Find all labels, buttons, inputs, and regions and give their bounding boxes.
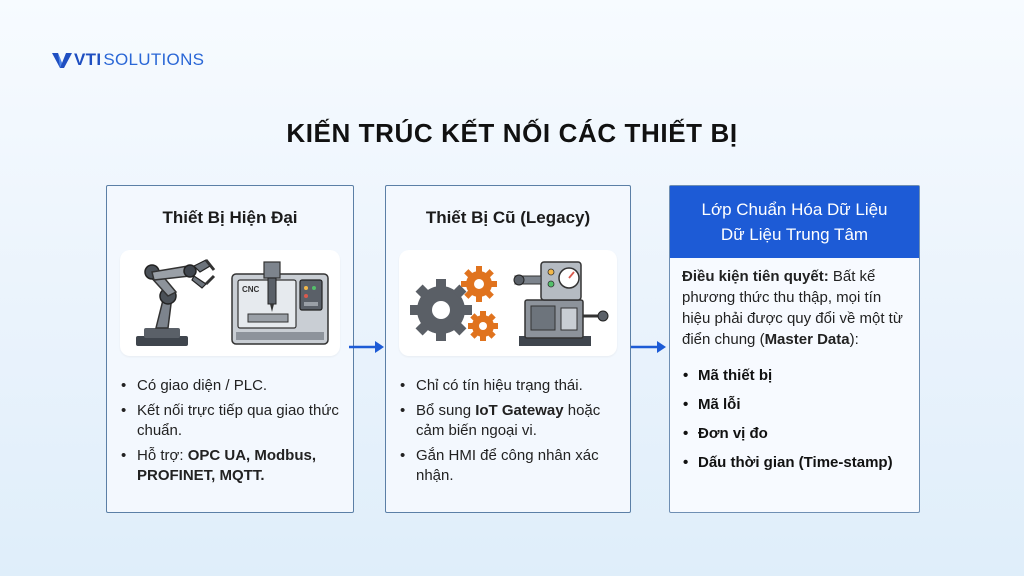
vti-logo: VTI SOLUTIONS xyxy=(52,50,204,70)
logo-text-strong: VTI xyxy=(74,50,102,69)
master-card-body: Điều kiện tiên quyết: Bất kể phương thức… xyxy=(682,266,909,482)
list-item-prefix: Bổ sung xyxy=(416,402,476,419)
gears-icon xyxy=(410,266,498,341)
list-item: Bổ sung IoT Gateway hoặc cảm biến ngoại … xyxy=(398,401,622,441)
legacy-devices-card: Thiết Bị Cũ (Legacy) xyxy=(385,185,631,513)
modern-bullet-list: Có giao diện / PLC. Kết nối trực tiếp qu… xyxy=(119,376,345,491)
page-title: KIẾN TRÚC KẾT NỐI CÁC THIẾT BỊ xyxy=(286,118,738,148)
legacy-illustration xyxy=(399,250,617,356)
arrow-right-icon xyxy=(631,341,666,353)
list-item: Đơn vị đo xyxy=(682,424,909,444)
cnc-label: CNC xyxy=(242,285,260,294)
vti-logo-mark-icon xyxy=(52,53,72,68)
legacy-bullet-list: Chỉ có tín hiệu trạng thái. Bổ sung IoT … xyxy=(398,376,622,491)
list-item: Gắn HMI để công nhân xác nhận. xyxy=(398,446,622,486)
master-lead-end: ): xyxy=(849,331,859,348)
list-item-gateway: IoT Gateway xyxy=(475,402,564,419)
list-item: Kết nối trực tiếp qua giao thức chuẩn. xyxy=(119,401,345,441)
list-item: Mã lỗi xyxy=(682,395,909,415)
master-lead-bold2: Master Data xyxy=(764,331,850,348)
master-card-header: Lớp Chuẩn Hóa Dữ Liệu Dữ Liệu Trung Tâm xyxy=(670,186,919,258)
list-item-prefix: Hỗ trợ: xyxy=(137,447,188,464)
robot-arm-icon xyxy=(136,259,216,346)
master-lead-text: Bất kể phương thức thu thập, mọi tín hiệ… xyxy=(682,268,903,348)
master-lead-paragraph: Điều kiện tiên quyết: Bất kể phương thức… xyxy=(682,266,909,350)
arrow-right-icon xyxy=(349,341,384,353)
list-item: Hỗ trợ: OPC UA, Modbus, PROFINET, MQTT. xyxy=(119,446,345,486)
master-data-card: Lớp Chuẩn Hóa Dữ Liệu Dữ Liệu Trung Tâm … xyxy=(669,185,920,513)
legacy-card-title: Thiết Bị Cũ (Legacy) xyxy=(425,208,591,227)
master-data-list: Mã thiết bị Mã lỗi Đơn vị đo Dấu thời gi… xyxy=(682,366,909,473)
logo-text-light: SOLUTIONS xyxy=(103,50,205,69)
master-header-line1: Lớp Chuẩn Hóa Dữ Liệu xyxy=(701,200,888,219)
modern-devices-card: Thiết Bị Hiện Đại xyxy=(106,185,354,513)
list-item: Mã thiết bị xyxy=(682,366,909,386)
list-item-suffix: hoặc cảm biến ngoại vi. xyxy=(416,402,601,439)
list-item-protocols: OPC UA, Modbus, PROFINET, MQTT. xyxy=(137,447,317,484)
list-item: Chỉ có tín hiệu trạng thái. xyxy=(398,376,622,396)
master-header-line2: Dữ Liệu Trung Tâm xyxy=(720,225,869,244)
master-lead-bold: Điều kiện tiên quyết: xyxy=(682,268,829,285)
legacy-machine-icon xyxy=(513,261,609,346)
modern-illustration: CNC xyxy=(120,250,340,356)
list-item: Dấu thời gian (Time-stamp) xyxy=(682,453,909,473)
list-item: Có giao diện / PLC. xyxy=(119,376,345,396)
modern-card-title: Thiết Bị Hiện Đại xyxy=(162,208,298,227)
cnc-machine-icon: CNC xyxy=(231,261,329,345)
